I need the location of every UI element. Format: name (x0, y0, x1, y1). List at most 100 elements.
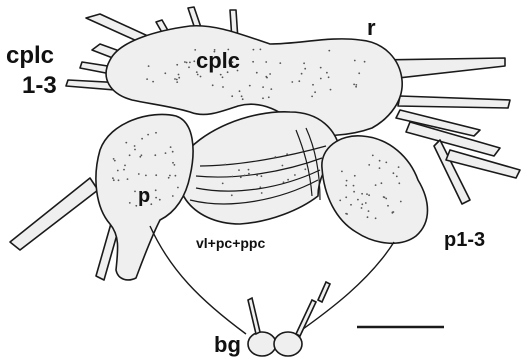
stipple-dot (275, 156, 277, 158)
stipple-dot (124, 165, 126, 167)
stipple-dot (141, 154, 143, 156)
stipple-dot (177, 187, 179, 189)
stipple-dot (134, 145, 136, 147)
stipple-dot (249, 85, 251, 87)
stipple-dot (164, 72, 166, 74)
stipple-dot (148, 65, 150, 67)
stipple-dot (135, 205, 137, 207)
stipple-dot (238, 169, 240, 171)
stipple-dot (155, 197, 157, 199)
stipple-dot (345, 185, 347, 187)
stipple-dot (127, 178, 129, 180)
stipple-dot (361, 203, 363, 205)
label-bg: bg (214, 334, 241, 356)
stipple-dot (301, 73, 303, 75)
stipple-dot (259, 186, 261, 188)
stipple-dot (396, 176, 398, 178)
stipple-dot (165, 152, 167, 154)
stipple-dot (291, 81, 293, 83)
stipple-dot (256, 72, 258, 74)
stipple-dot (346, 213, 348, 215)
stipple-dot (372, 155, 374, 157)
stipple-dot (139, 156, 141, 158)
stipple-dot (212, 84, 214, 86)
stipple-dot (260, 49, 262, 51)
stipple-dot (220, 74, 222, 76)
stipple-dot (303, 62, 305, 64)
buccal-ganglion-left (248, 332, 276, 356)
stipple-dot (172, 151, 174, 153)
stipple-dot (286, 153, 288, 155)
stipple-dot (262, 86, 264, 88)
stipple-dot (314, 91, 316, 93)
stipple-dot (279, 62, 281, 64)
stipple-dot (176, 79, 178, 81)
stipple-dot (253, 49, 255, 51)
stipple-dot (354, 175, 356, 177)
nerve-lower-left (10, 178, 98, 250)
stipple-dot (141, 138, 143, 140)
stipple-dot (248, 169, 250, 171)
stipple-dot (169, 175, 171, 177)
label-cplc-1-3-line2: 1-3 (22, 74, 57, 98)
stipple-dot (320, 78, 322, 80)
stipple-dot (222, 183, 224, 185)
stipple-dot (150, 203, 152, 205)
stipple-dot (392, 211, 394, 213)
stipple-dot (256, 175, 258, 177)
stipple-dot (341, 171, 343, 173)
stipple-dot (159, 199, 161, 201)
stipple-dot (353, 185, 355, 187)
stipple-dot (387, 205, 389, 207)
stipple-dot (200, 76, 202, 78)
stipple-dot (265, 61, 267, 63)
stipple-dot (193, 60, 195, 62)
stipple-dot (232, 176, 234, 178)
stipple-dot (184, 61, 186, 63)
stipple-dot (152, 81, 154, 83)
stipple-dot (357, 199, 359, 201)
stipple-dot (174, 78, 176, 80)
stipple-dot (118, 179, 120, 181)
stipple-dot (222, 76, 224, 78)
stipple-dot (379, 167, 381, 169)
stipple-dot (252, 61, 254, 63)
stipple-dot (385, 162, 387, 164)
stipple-dot (134, 149, 136, 151)
stipple-dot (125, 142, 127, 144)
stipple-dot (398, 182, 400, 184)
stipple-dot (364, 61, 366, 63)
stipple-dot (367, 216, 369, 218)
label-p: p (138, 186, 150, 206)
stipple-dot (270, 88, 272, 90)
stipple-dot (355, 84, 357, 86)
stipple-dot (346, 180, 348, 182)
stipple-dot (366, 193, 368, 195)
stipple-dot (114, 160, 116, 162)
stipple-dot (328, 76, 330, 78)
stipple-dot (400, 201, 402, 203)
stipple-dot (129, 154, 131, 156)
stipple-dot (147, 134, 149, 136)
stipple-dot (375, 184, 377, 186)
stipple-dot (398, 166, 400, 168)
stipple-dot (381, 182, 383, 184)
stipple-dot (339, 200, 341, 202)
stipple-dot (311, 96, 313, 98)
stipple-dot (172, 162, 174, 164)
stipple-dot (117, 170, 119, 172)
stipple-dot (368, 164, 370, 166)
stipple-dot (365, 202, 367, 204)
stipple-dot (155, 174, 157, 176)
stipple-dot (361, 193, 363, 195)
stipple-dot (350, 204, 352, 206)
stipple-dot (361, 207, 363, 209)
nerve-right-1 (398, 96, 510, 108)
stipple-dot (368, 194, 370, 196)
stipple-dot (222, 86, 224, 88)
stipple-dot (312, 84, 314, 86)
stipple-dot (155, 132, 157, 134)
stipple-dot (269, 73, 271, 75)
pedal-ganglion-right (322, 136, 428, 243)
stipple-dot (240, 176, 242, 178)
